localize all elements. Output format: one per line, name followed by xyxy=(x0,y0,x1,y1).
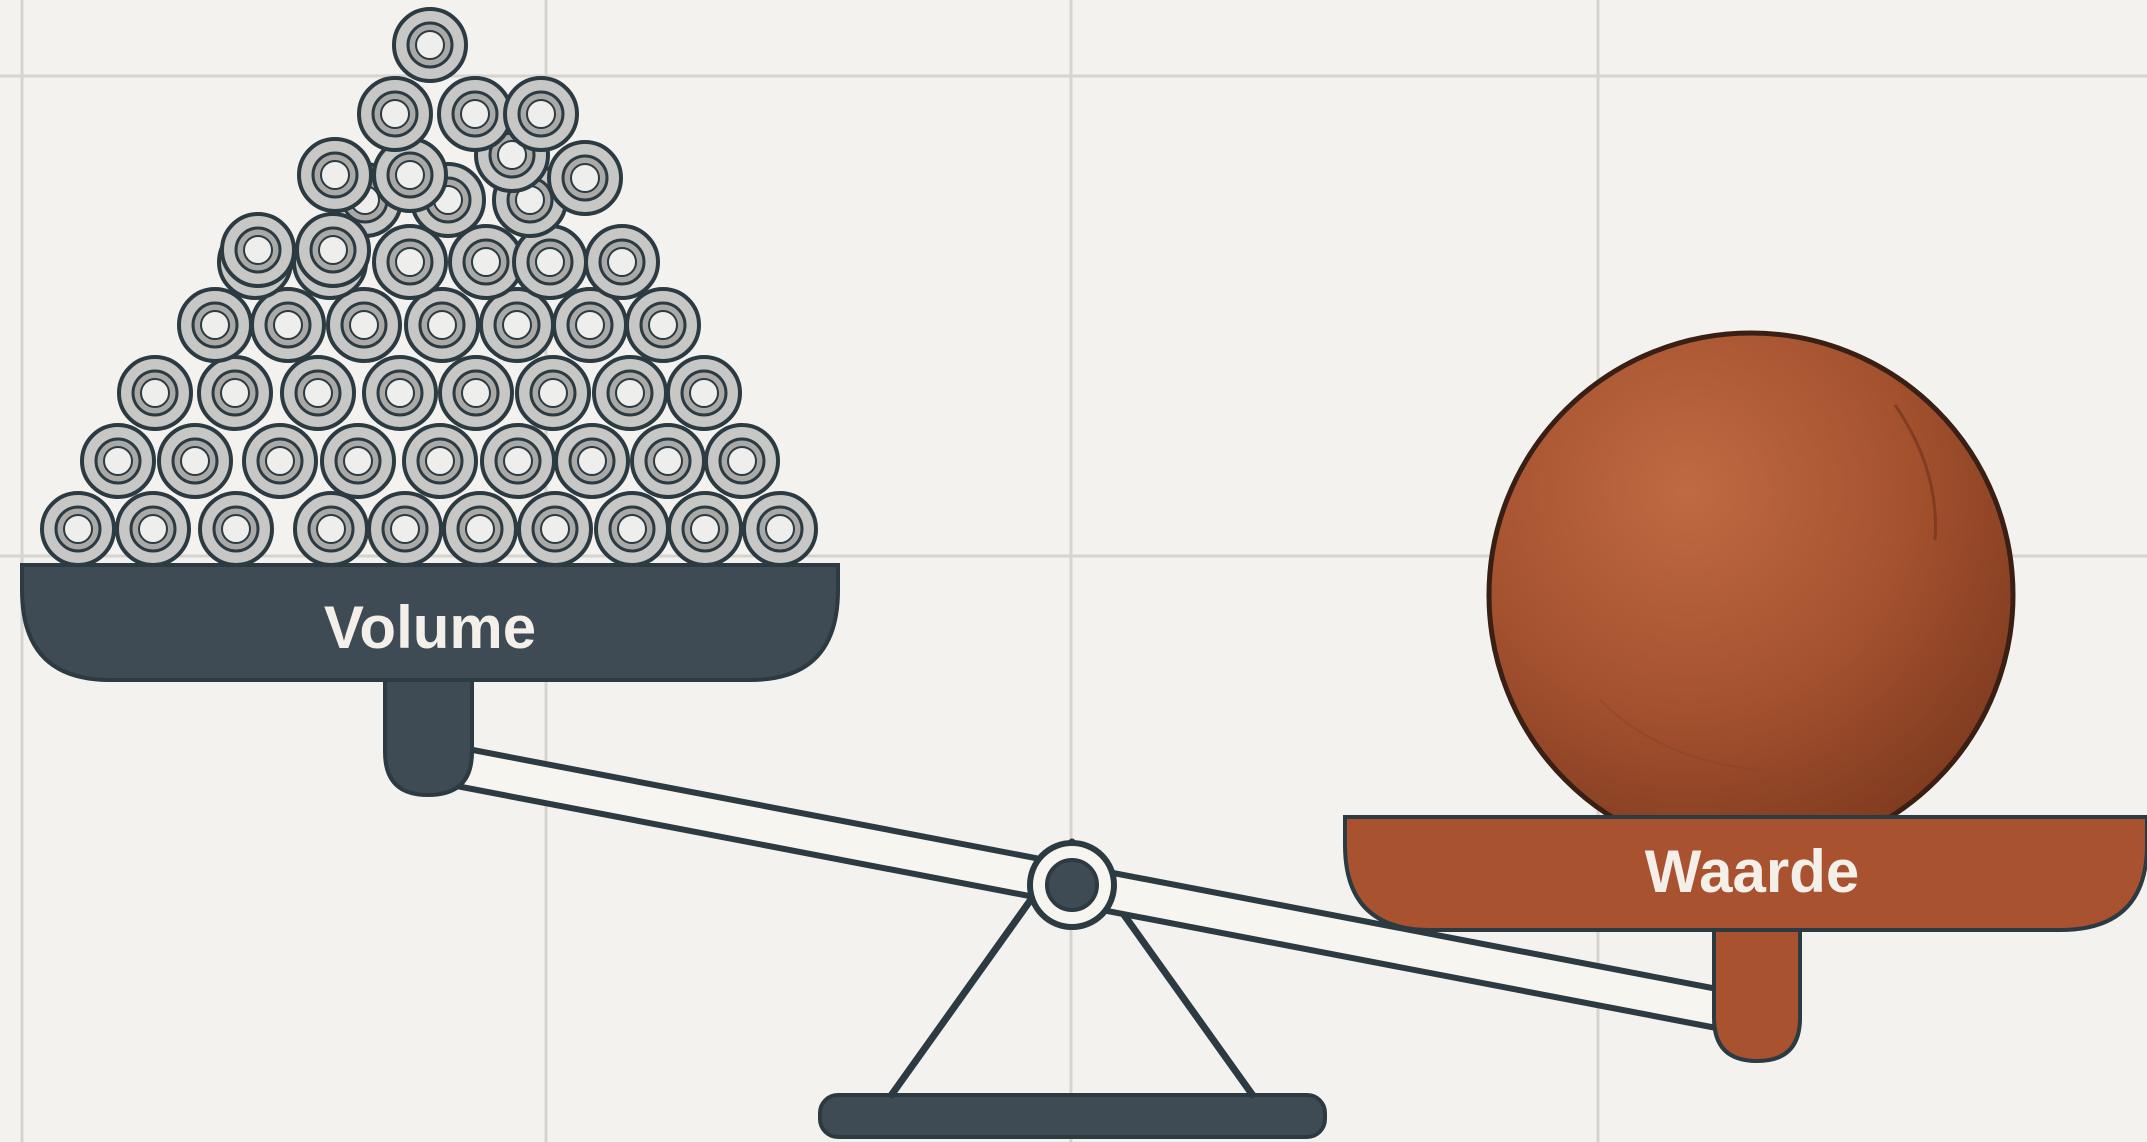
coin xyxy=(42,493,114,565)
coin xyxy=(632,425,704,497)
coin xyxy=(159,425,231,497)
left-pan-post xyxy=(385,670,472,795)
pivot-icon xyxy=(1047,860,1097,910)
coin xyxy=(406,289,478,361)
coin xyxy=(505,78,577,150)
coin xyxy=(222,214,294,286)
coin xyxy=(556,425,628,497)
coin xyxy=(549,142,621,214)
coin xyxy=(369,493,441,565)
coin xyxy=(82,425,154,497)
coin xyxy=(439,78,511,150)
coin xyxy=(119,357,191,429)
coin xyxy=(117,493,189,565)
coin xyxy=(295,493,367,565)
coin xyxy=(374,226,446,298)
coin xyxy=(669,493,741,565)
coin xyxy=(200,493,272,565)
coin xyxy=(244,425,316,497)
right-pan-label: Waarde xyxy=(1645,838,1860,905)
coin xyxy=(519,493,591,565)
coin xyxy=(744,493,816,565)
coin xyxy=(444,493,516,565)
coin xyxy=(517,357,589,429)
coin xyxy=(440,357,512,429)
coin xyxy=(706,425,778,497)
coin xyxy=(404,425,476,497)
coin xyxy=(364,357,436,429)
coin xyxy=(554,289,626,361)
coin xyxy=(322,425,394,497)
coin xyxy=(627,289,699,361)
coin xyxy=(282,357,354,429)
coin xyxy=(482,425,554,497)
coin xyxy=(450,226,522,298)
coin xyxy=(596,493,668,565)
coin xyxy=(481,289,553,361)
coin xyxy=(359,78,431,150)
coin xyxy=(594,357,666,429)
coin xyxy=(297,214,369,286)
coin xyxy=(199,357,271,429)
coin xyxy=(252,289,324,361)
coin xyxy=(179,289,251,361)
right-pan-post xyxy=(1714,915,1800,1061)
coin-pile-icon xyxy=(42,9,816,565)
coin xyxy=(586,226,658,298)
fulcrum-base xyxy=(820,1095,1325,1137)
coin xyxy=(328,289,400,361)
coin xyxy=(299,139,371,211)
coin xyxy=(668,357,740,429)
left-pan-label: Volume xyxy=(324,594,536,661)
sphere-icon xyxy=(1489,333,2013,857)
coin xyxy=(394,9,466,81)
